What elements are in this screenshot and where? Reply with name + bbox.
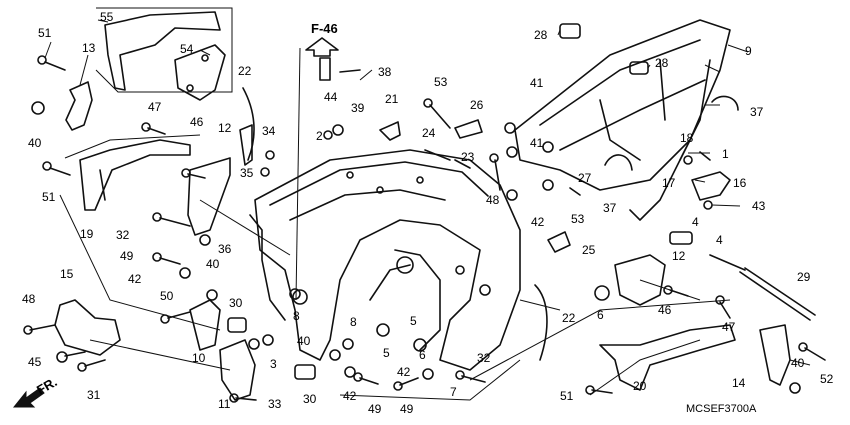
callout-label-48: 48 (486, 193, 500, 207)
callout-label-46: 46 (658, 303, 672, 317)
f46-reference-label: F-46 (311, 21, 338, 36)
callout-label-45: 45 (28, 355, 42, 369)
callout-label-6: 6 (419, 348, 426, 362)
callout-label-12: 12 (672, 249, 686, 263)
front-arrow (12, 387, 45, 408)
callout-label-20: 20 (633, 379, 647, 393)
callout-label-46: 46 (190, 115, 204, 129)
callout-label-31: 31 (87, 388, 101, 402)
callout-label-35: 35 (240, 166, 254, 180)
callout-label-51: 51 (38, 26, 52, 40)
callout-label-28: 28 (534, 28, 548, 42)
callout-label-18: 18 (680, 131, 694, 145)
callout-label-53: 53 (434, 75, 448, 89)
callout-label-24: 24 (422, 126, 436, 140)
leader-lines (44, 19, 811, 401)
callout-label-11: 11 (218, 397, 231, 411)
callout-label-4: 4 (692, 215, 699, 229)
main-frame (249, 149, 521, 371)
callout-label-21: 21 (385, 92, 399, 106)
callout-label-40: 40 (297, 334, 311, 348)
callout-label-22: 22 (562, 311, 576, 325)
callout-label-42: 42 (397, 365, 411, 379)
callout-label-32: 32 (116, 228, 130, 242)
callout-label-8: 8 (293, 309, 300, 323)
callout-label-36: 36 (218, 242, 232, 256)
callout-label-12: 12 (218, 121, 232, 135)
callout-label-51: 51 (42, 190, 56, 204)
callout-label-7: 7 (450, 385, 457, 399)
callout-label-30: 30 (229, 296, 243, 310)
callout-label-38: 38 (378, 65, 392, 79)
callout-label-54: 54 (180, 42, 194, 56)
callout-label-49: 49 (368, 402, 382, 416)
callout-label-26: 26 (470, 98, 484, 112)
callout-label-41: 41 (530, 76, 544, 90)
callout-label-40: 40 (206, 257, 220, 271)
callout-label-51: 51 (560, 389, 574, 403)
callout-label-39: 39 (351, 101, 365, 115)
callout-label-42: 42 (128, 272, 142, 286)
callout-label-37: 37 (603, 201, 617, 215)
callout-label-3: 3 (270, 357, 277, 371)
fasteners (23, 55, 826, 403)
callout-label-6: 6 (597, 308, 604, 322)
f46-reference-arrow (295, 37, 339, 301)
callout-label-47: 47 (148, 100, 162, 114)
callout-label-14: 14 (732, 376, 746, 390)
callout-label-40: 40 (791, 356, 805, 370)
callout-label-29: 29 (797, 270, 811, 284)
callout-label-32: 32 (477, 351, 491, 365)
callout-label-16: 16 (733, 176, 747, 190)
callout-label-55: 55 (100, 10, 114, 24)
callout-label-13: 13 (82, 41, 96, 55)
callout-label-42: 42 (531, 215, 545, 229)
callout-label-48: 48 (22, 292, 36, 306)
callout-label-37: 37 (750, 105, 764, 119)
callout-label-49: 49 (120, 249, 134, 263)
callout-label-1: 1 (722, 147, 729, 161)
callout-label-23: 23 (461, 150, 475, 164)
callout-label-27: 27 (578, 171, 592, 185)
callout-label-41: 41 (530, 136, 544, 150)
callout-label-49: 49 (400, 402, 414, 416)
callout-label-8: 8 (350, 315, 357, 329)
callout-label-5: 5 (410, 314, 417, 328)
callout-label-33: 33 (268, 397, 282, 411)
callout-label-2: 2 (316, 129, 323, 143)
callout-label-22: 22 (238, 64, 252, 78)
diagram-code: MCSEF3700A (686, 403, 757, 415)
callout-label-15: 15 (60, 267, 74, 281)
callout-label-19: 19 (80, 227, 94, 241)
callout-label-42: 42 (343, 389, 357, 403)
callout-label-5: 5 (383, 346, 390, 360)
callout-label-53: 53 (571, 212, 585, 226)
inset-frame (95, 7, 233, 93)
callout-label-44: 44 (324, 90, 338, 104)
callout-label-9: 9 (745, 44, 752, 58)
callout-label-28: 28 (655, 56, 669, 70)
callout-label-30: 30 (303, 392, 317, 406)
callout-label-43: 43 (752, 199, 766, 213)
callout-label-17: 17 (662, 176, 676, 190)
callout-label-47: 47 (722, 320, 736, 334)
brackets (54, 11, 816, 401)
rear-subframe (514, 19, 731, 221)
callout-label-4: 4 (716, 233, 723, 247)
callout-label-52: 52 (820, 372, 834, 386)
callout-label-50: 50 (160, 289, 174, 303)
callout-label-40: 40 (28, 136, 42, 150)
callout-label-34: 34 (262, 124, 276, 138)
callout-label-25: 25 (582, 243, 596, 257)
callout-label-10: 10 (192, 351, 206, 365)
